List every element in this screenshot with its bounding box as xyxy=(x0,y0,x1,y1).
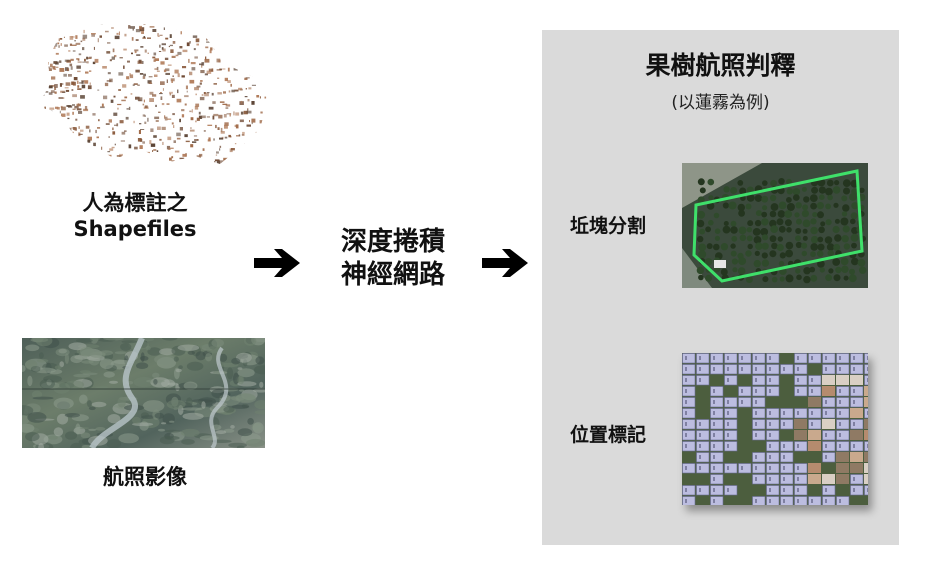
aerial-label: 航照影像 xyxy=(103,465,187,489)
panel-subtitle: (以蓮霧為例) xyxy=(671,93,770,113)
aerial-image xyxy=(22,338,265,448)
panel-title: 果樹航照判釋 xyxy=(645,51,796,80)
arrow-right-icon xyxy=(482,249,528,277)
shapefile-label-line2: Shapefiles xyxy=(73,217,197,242)
location-label: 位置標記 xyxy=(570,424,647,446)
segmentation-image xyxy=(682,163,868,288)
process-label-line2: 神經網路 xyxy=(340,259,445,290)
shapefile-label: 人為標註之 Shapefiles xyxy=(50,190,220,243)
map-parcels xyxy=(38,22,268,164)
process-label-line1: 深度捲積 xyxy=(340,227,445,257)
process-label: 深度捲積 神經網路 xyxy=(318,226,468,291)
arrow-right-icon xyxy=(254,249,300,277)
shapefile-label-line1: 人為標註之 xyxy=(82,191,188,215)
segmentation-label: 坵塊分割 xyxy=(570,215,647,237)
result-panel: 果樹航照判釋 (以蓮霧為例) 坵塊分割 位置標記 xyxy=(542,30,899,545)
location-image xyxy=(682,353,868,505)
shapefile-map xyxy=(38,22,268,164)
